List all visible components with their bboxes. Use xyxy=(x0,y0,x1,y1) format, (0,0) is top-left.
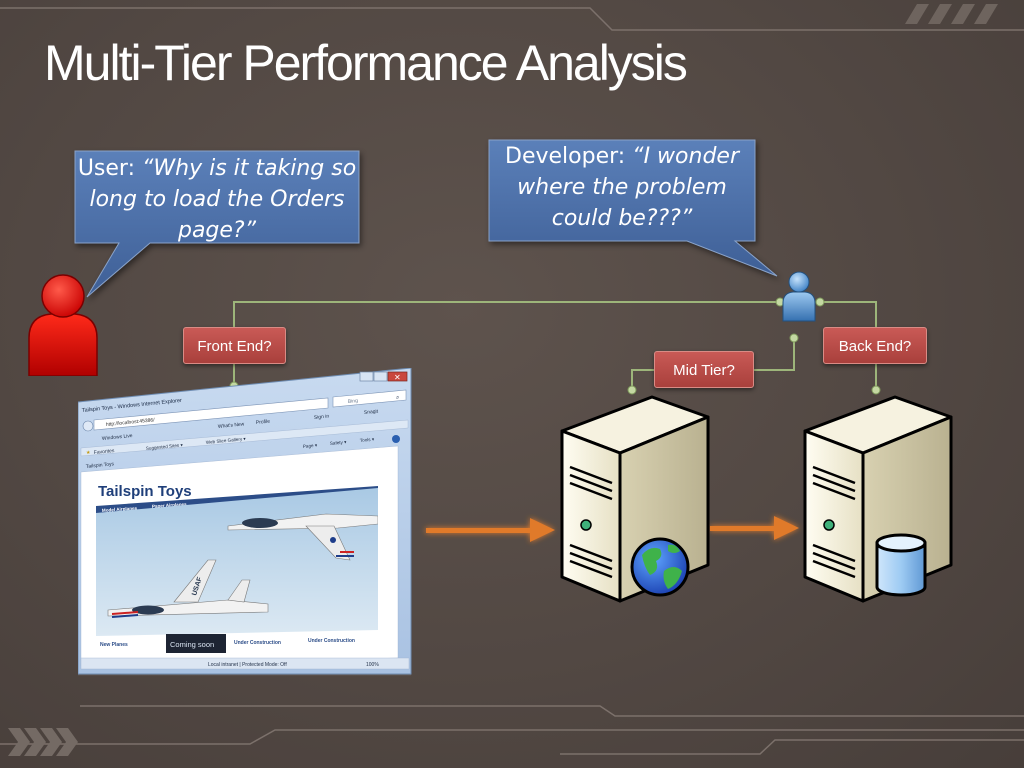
slide-title: Multi-Tier Performance Analysis xyxy=(44,35,688,91)
search-engine-text: Bing xyxy=(348,398,359,405)
user-bubble-shape xyxy=(74,150,360,298)
whats-new-link[interactable]: What's New xyxy=(218,421,245,430)
page-menu[interactable]: Page ▾ xyxy=(303,443,318,449)
suggested-sites-link[interactable]: Suggested Sites ▾ xyxy=(146,442,184,451)
mid-tier-server-icon xyxy=(560,395,710,603)
developer-speaker-label: Developer: xyxy=(505,144,633,169)
globe-icon xyxy=(630,537,690,597)
zoom-level[interactable]: 100% xyxy=(366,662,379,668)
back-end-label: Back End? xyxy=(823,327,927,364)
web-slice-gallery-link[interactable]: Web Slice Gallery ▾ xyxy=(206,436,247,445)
favorites-button[interactable]: Favorites xyxy=(94,448,116,456)
connector-dot xyxy=(871,385,881,395)
developer-speech-bubble: Developer: “I wonder where the problem c… xyxy=(488,139,778,277)
browser-status-bar xyxy=(80,657,410,670)
safety-menu[interactable]: Safety ▾ xyxy=(330,439,348,446)
site-logo-text: Tailspin Toys xyxy=(98,483,192,500)
tab-tailspin-toys[interactable]: Tailspin Toys xyxy=(86,461,115,470)
back-end-server-icon xyxy=(803,395,953,603)
search-box[interactable] xyxy=(332,389,407,408)
window-control-buttons: ✕ xyxy=(359,371,408,382)
front-end-label: Front End? xyxy=(183,327,286,364)
jet-illustrations: USAF xyxy=(107,513,378,618)
windows-live-link[interactable]: Windows Live xyxy=(102,433,133,442)
developer-quote: “I wonder where the problem could be???” xyxy=(517,144,739,231)
search-icon[interactable]: ⌕ xyxy=(396,394,399,401)
connector-dot xyxy=(627,385,637,395)
developer-person-icon xyxy=(782,271,816,322)
profile-link[interactable]: Profile xyxy=(256,419,271,426)
svg-text:✕: ✕ xyxy=(394,373,401,382)
coming-soon-box xyxy=(166,634,226,653)
tools-menu[interactable]: Tools ▾ xyxy=(360,437,375,443)
arrow-browser-to-mid-tier xyxy=(426,518,555,542)
browser-window: ✕ Tailspin Toys - Windows Internet Explo… xyxy=(78,368,412,676)
nav-paper-airplanes[interactable]: Paper Airplanes xyxy=(152,502,188,509)
sign-in-link[interactable]: Sign in xyxy=(314,414,330,421)
user-speech-bubble: User: “Why is it taking so long to load … xyxy=(74,150,360,298)
mid-tier-label: Mid Tier? xyxy=(654,351,754,388)
database-icon xyxy=(875,533,927,597)
address-text: http://localhost:45386/ xyxy=(106,417,156,428)
address-bar[interactable] xyxy=(93,397,329,431)
stripe-decoration xyxy=(905,4,998,24)
chevron-decoration xyxy=(8,728,78,756)
developer-bubble-shape xyxy=(488,139,778,277)
user-quote: “Why is it taking so long to load the Or… xyxy=(89,156,357,243)
section-new-planes[interactable]: New Planes xyxy=(100,642,128,648)
favorites-star-icon: ★ xyxy=(86,450,91,456)
connector-dot xyxy=(789,333,799,343)
user-speaker-label: User: xyxy=(77,156,142,181)
arrow-mid-tier-to-back-end xyxy=(710,516,799,540)
section-under-construction-1[interactable]: Under Construction xyxy=(234,640,281,646)
developer-bubble-text: Developer: “I wonder where the problem c… xyxy=(489,141,755,234)
section-under-construction-2[interactable]: Under Construction xyxy=(308,638,355,644)
user-bubble-text: User: “Why is it taking so long to load … xyxy=(75,153,359,246)
section-coming-soon: Coming soon xyxy=(170,640,214,649)
snagit-button[interactable]: Snagit xyxy=(364,409,379,416)
status-zone-text: Local intranet | Protected Mode: Off xyxy=(208,662,287,668)
browser-screenshot: ✕ Tailspin Toys - Windows Internet Explo… xyxy=(78,368,413,676)
connector-dot xyxy=(815,297,825,307)
user-person-icon xyxy=(28,274,98,376)
help-icon[interactable] xyxy=(392,435,400,443)
nav-model-airplanes[interactable]: Model Airplanes xyxy=(102,506,138,513)
back-button-icon[interactable] xyxy=(82,420,94,432)
